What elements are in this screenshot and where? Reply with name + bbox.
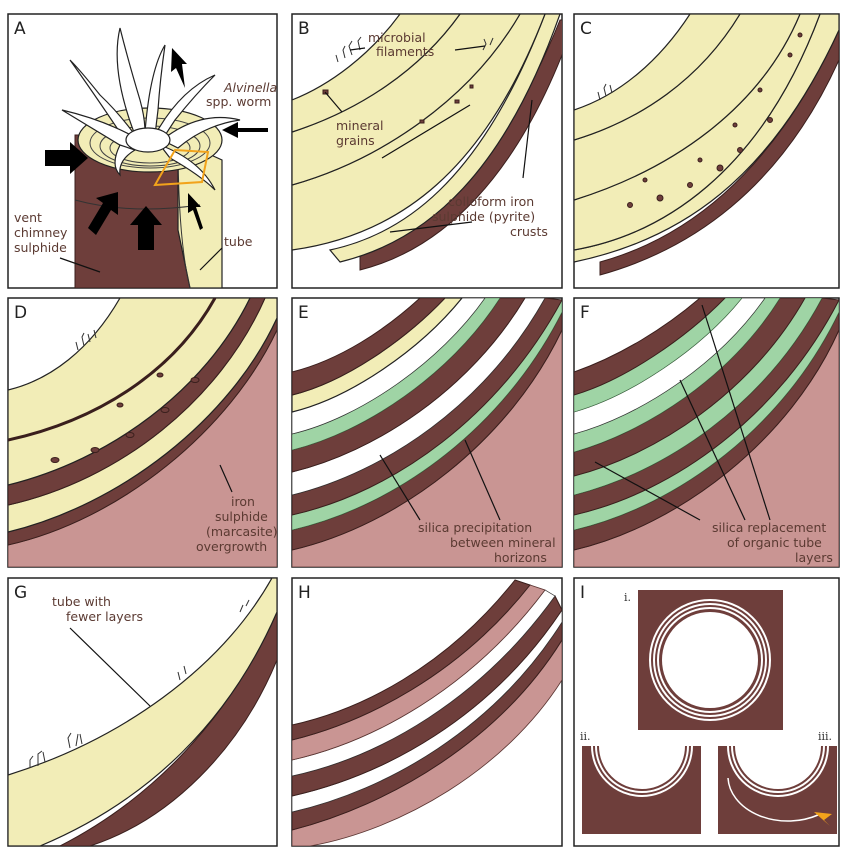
panel-c: C [574,14,839,288]
panel-i: I i. ii. iii. [574,578,839,846]
sub-i-label: i. [624,591,631,604]
overgrowth-label-2: sulphide [215,509,268,524]
filaments-label-2: filaments [376,44,434,59]
panel-i-letter: I [580,583,585,603]
replacement-label-2: of organic tube [727,535,822,550]
panel-h: H [292,578,562,846]
panel-g: G tube with fewer layers [8,578,277,846]
replacement-label-1: silica replacement [712,520,826,535]
overgrowth-label-3: (marcasite) [206,524,278,539]
grains-label-1: mineral [336,118,384,133]
silica-label-2: between mineral [450,535,556,550]
crust-label-3: crusts [510,224,548,239]
worm-suffix-label: spp. worm [206,94,271,109]
g-tube-label-2: fewer layers [66,609,143,624]
panel-e-letter: E [298,303,309,323]
silica-label-3: horizons [494,550,547,565]
panel-f: F silica replacement of organic tube lay… [574,298,839,567]
replacement-label-3: layers [795,550,833,565]
chimney-label-3: sulphide [14,240,67,255]
panel-b-letter: B [298,19,310,39]
panel-g-letter: G [14,583,27,603]
panel-d-letter: D [14,303,27,323]
panel-h-letter: H [298,583,311,603]
grains-label-2: grains [336,133,375,148]
sub-ii-label: ii. [580,730,591,743]
panel-c-letter: C [580,19,592,39]
overgrowth-label-4: overgrowth [196,539,267,554]
filaments-label-1: microbial [368,30,426,45]
panel-d: D iron sulphide (marcasite) overgrowth [8,298,278,567]
chimney-label-2: chimney [14,225,68,240]
chimney-label-1: vent [14,210,42,225]
panel-e: E silica precipitation between mineral h… [292,298,562,567]
i-lumen [662,612,758,708]
panel-f-letter: F [580,303,590,323]
panel-a-letter: A [14,19,26,39]
sub-iii-label: iii. [818,730,832,743]
crust-label-1: colloform iron [448,194,534,209]
silica-label-1: silica precipitation [418,520,532,535]
panel-a: A Alvinella spp. worm vent chimney sulph… [8,14,277,288]
g-tube-label-1: tube with [52,594,111,609]
tube-label: tube [224,234,253,249]
overgrowth-label-1: iron [231,494,255,509]
panel-b: B microbial filaments mineral grains col… [292,14,575,288]
crust-label-2: sulphide (pyrite) [432,209,535,224]
worm-name-label: Alvinella [223,80,277,95]
